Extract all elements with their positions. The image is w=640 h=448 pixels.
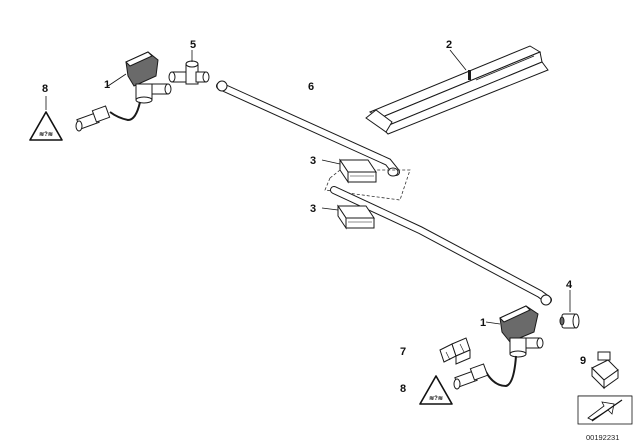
hose-lower-segment	[330, 186, 552, 306]
warning-label-part-8-lower: ≋?≋	[419, 375, 453, 405]
callout-8-lower: 8	[400, 383, 406, 395]
fastener-part-9	[591, 351, 619, 390]
callout-8-upper: 8	[42, 83, 48, 95]
warning-label-part-8-upper: ≋?≋	[29, 96, 63, 141]
callout-6: 6	[308, 81, 314, 93]
hose-part-6	[216, 80, 400, 177]
callout-2: 2	[446, 39, 452, 51]
connector-lower	[453, 363, 489, 390]
clip-part-3-upper	[321, 158, 377, 184]
callout-3-upper: 3	[310, 155, 316, 167]
t-connector-part-5	[168, 50, 210, 85]
hose-break-dashes	[324, 169, 411, 201]
warning-label-text-upper: ≋?≋	[39, 132, 53, 138]
callout-7: 7	[400, 346, 406, 358]
end-cap-part-4	[559, 290, 580, 329]
washer-jet-part-1-upper	[107, 51, 172, 122]
callout-5: 5	[190, 39, 196, 51]
callout-3-lower: 3	[310, 203, 316, 215]
connector-upper	[75, 105, 111, 132]
callout-4: 4	[566, 279, 573, 291]
document-id: 00192231	[586, 433, 619, 442]
warning-label-text-lower: ≋?≋	[429, 396, 443, 402]
washer-jet-part-1-lower	[485, 305, 544, 388]
clip-part-3-lower	[321, 204, 375, 230]
callout-1-upper: 1	[104, 79, 110, 91]
clip-part-7	[439, 337, 471, 365]
callout-9: 9	[580, 355, 586, 367]
callout-1-lower: 1	[480, 317, 486, 329]
reference-arrow-box	[577, 395, 633, 425]
wiper-channel-part-2	[365, 45, 549, 135]
reference-arrow-icon	[587, 401, 615, 421]
